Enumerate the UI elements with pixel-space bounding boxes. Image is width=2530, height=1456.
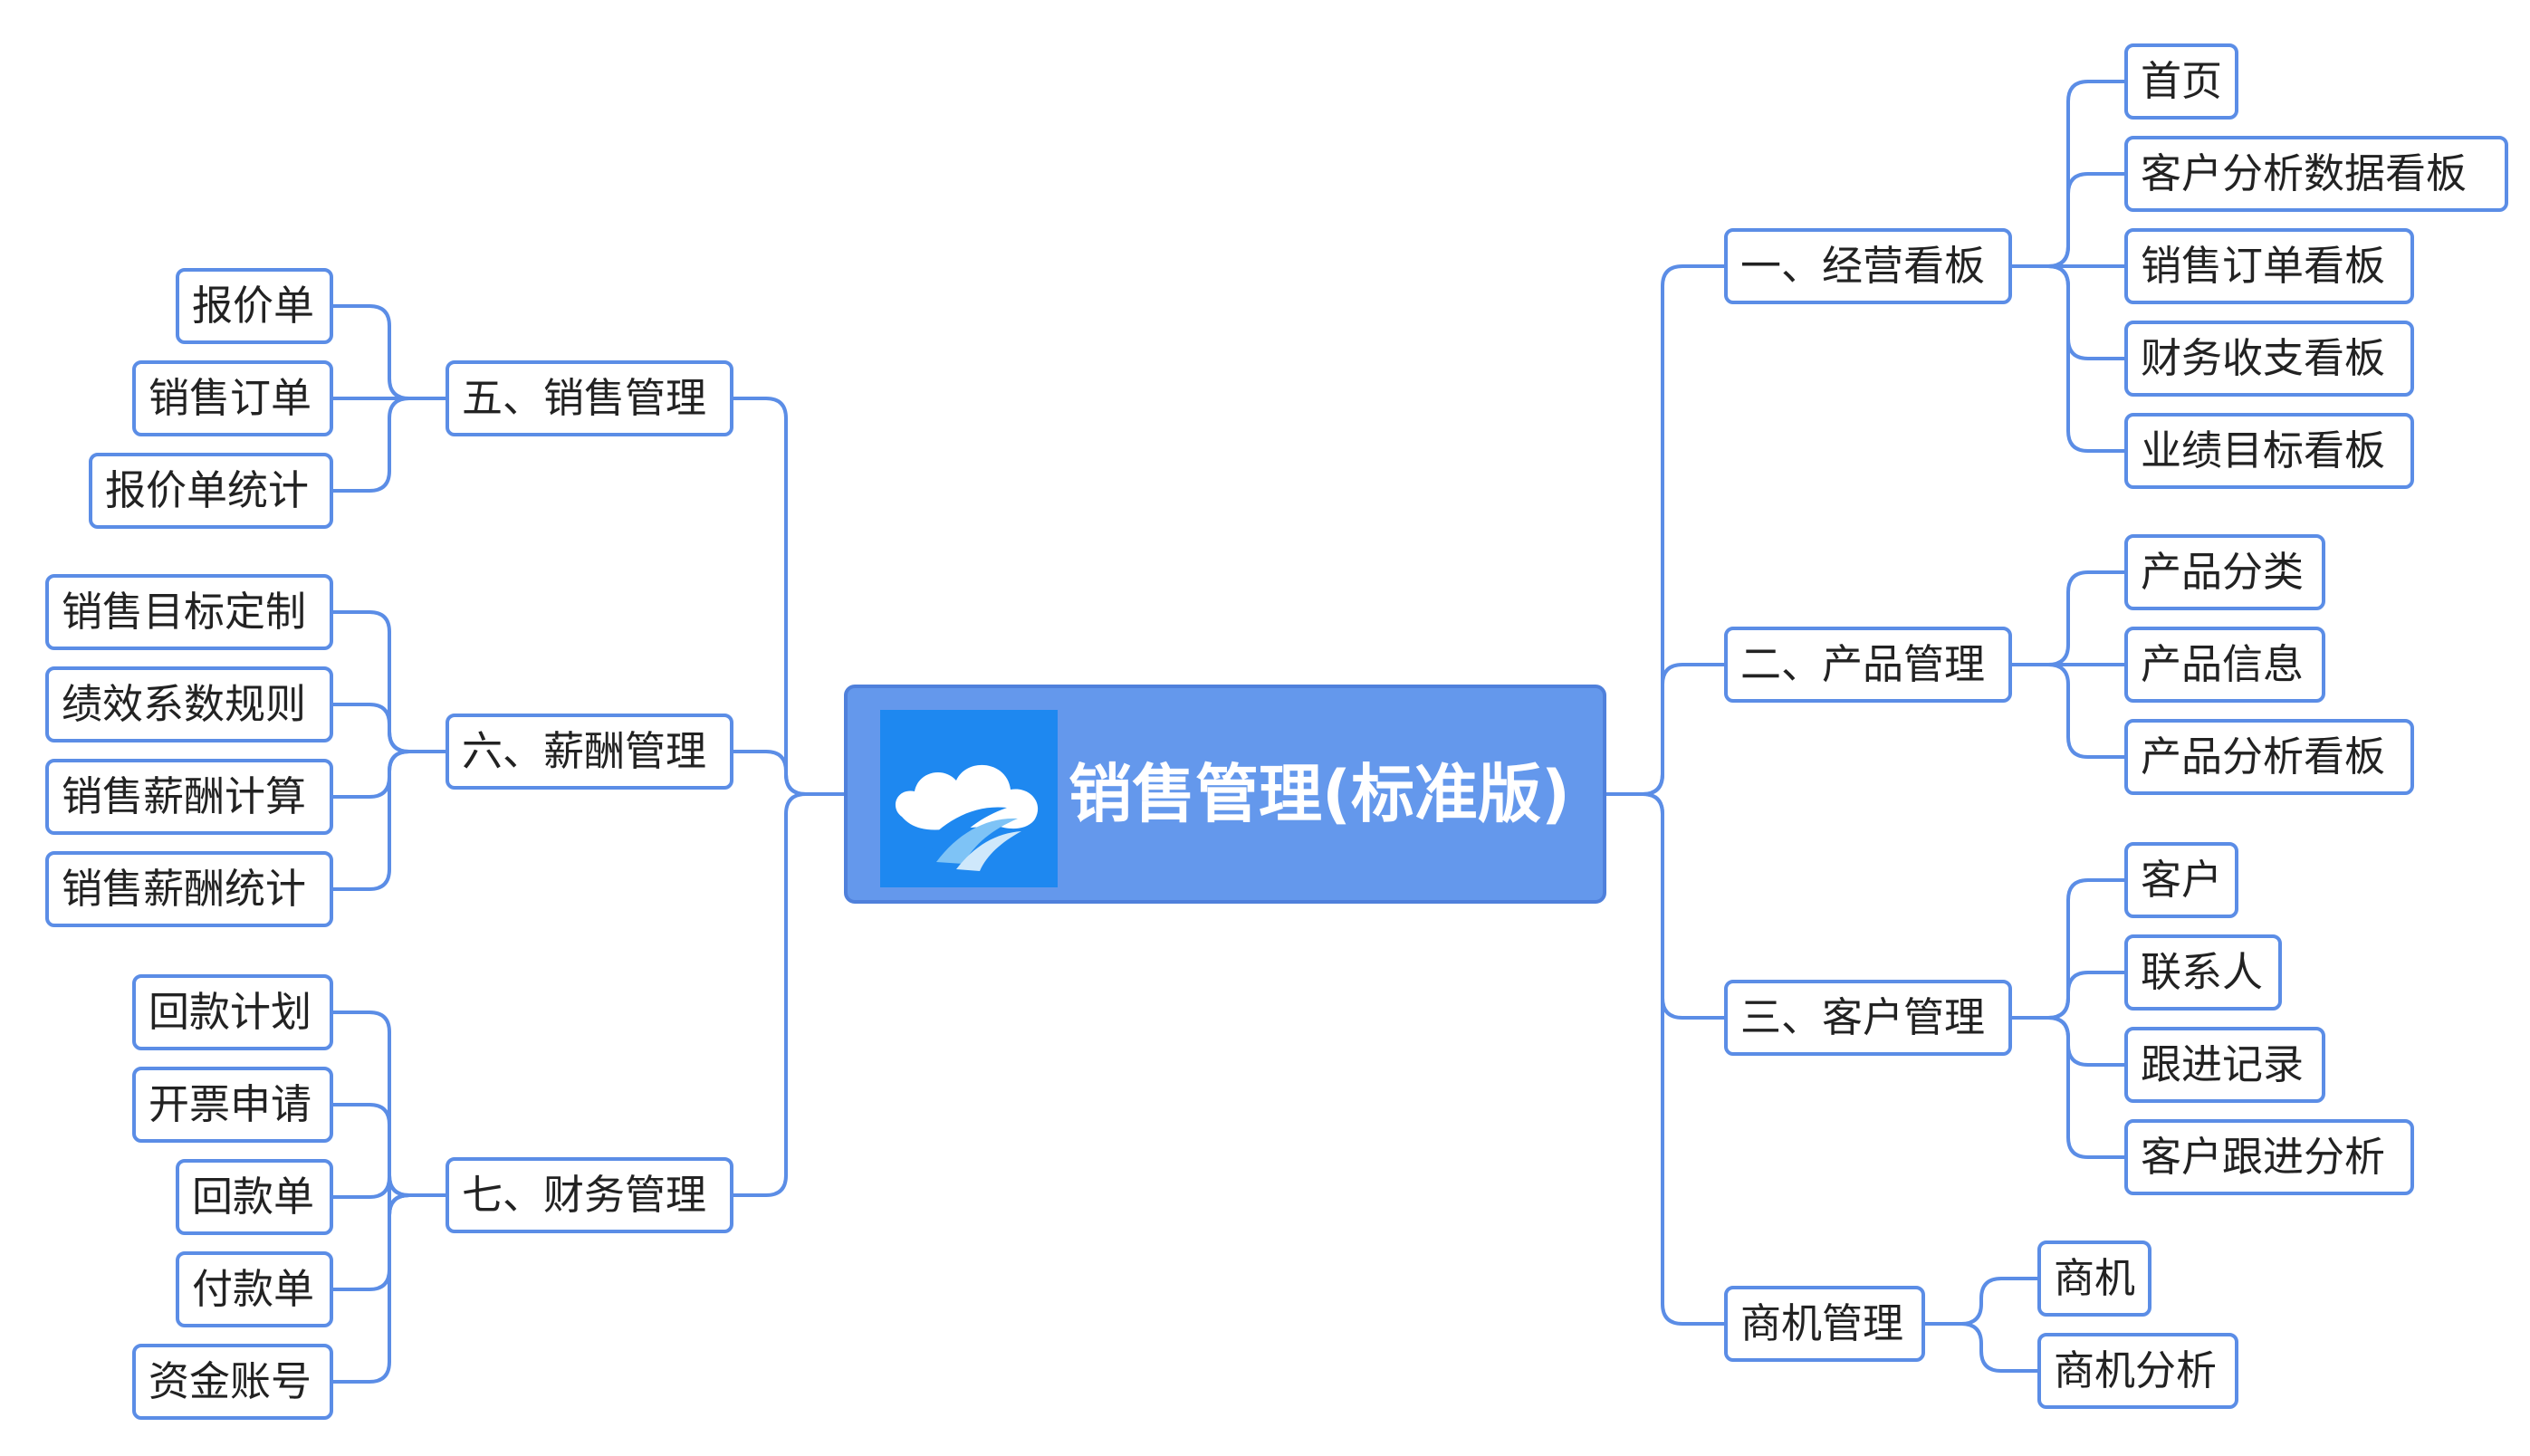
connector-b1-1	[2012, 172, 2124, 268]
leaf-node[interactable]: 联系人	[2124, 934, 2282, 1011]
leaf-node[interactable]: 跟进记录	[2124, 1027, 2325, 1103]
leaf-node[interactable]: 报价单	[176, 268, 333, 344]
branch-node[interactable]: 商机管理	[1724, 1286, 1925, 1362]
branch-node[interactable]: 六、薪酬管理	[446, 714, 733, 790]
leaf-node[interactable]: 报价单统计	[89, 453, 333, 529]
leaf-node[interactable]: 付款单	[176, 1251, 333, 1327]
connector-b7-1	[333, 1103, 446, 1197]
connector-b4-0	[1925, 1277, 2037, 1326]
branch-node[interactable]: 三、客户管理	[1724, 980, 2012, 1056]
leaf-node[interactable]: 财务收支看板	[2124, 321, 2414, 397]
leaf-node[interactable]: 销售订单看板	[2124, 228, 2414, 304]
leaf-node[interactable]: 销售薪酬计算	[45, 759, 333, 835]
leaf-node[interactable]: 商机分析	[2037, 1333, 2238, 1409]
root-title: 销售管理(标准版)	[1069, 757, 1570, 831]
connector-b7-4	[333, 1193, 446, 1384]
connector-b6-3	[333, 750, 446, 891]
leaf-node[interactable]: 回款计划	[132, 974, 333, 1050]
connector-root-b6	[733, 750, 844, 796]
connector-root-b2	[1606, 663, 1724, 796]
branch-node[interactable]: 二、产品管理	[1724, 627, 2012, 703]
connector-root-b3	[1606, 792, 1724, 1020]
leaf-node[interactable]: 回款单	[176, 1159, 333, 1235]
leaf-node[interactable]: 产品分析看板	[2124, 719, 2414, 795]
leaf-node[interactable]: 客户跟进分析	[2124, 1119, 2414, 1195]
leaf-node[interactable]: 产品信息	[2124, 627, 2325, 703]
leaf-node[interactable]: 开票申请	[132, 1067, 333, 1143]
connector-root-b4	[1606, 792, 1724, 1326]
connector-b1-4	[2012, 264, 2124, 453]
connector-b5-0	[333, 304, 446, 400]
root-node[interactable]: 销售管理(标准版)	[844, 685, 1606, 904]
leaf-node[interactable]: 资金账号	[132, 1344, 333, 1420]
branch-node[interactable]: 一、经营看板	[1724, 228, 2012, 304]
leaf-node[interactable]: 销售订单	[132, 360, 333, 436]
leaf-node[interactable]: 销售目标定制	[45, 574, 333, 650]
connector-root-b7	[733, 792, 844, 1197]
cloud-road-logo-icon	[880, 710, 1058, 887]
connector-root-b1	[1606, 264, 1724, 796]
leaf-node[interactable]: 销售薪酬统计	[45, 851, 333, 927]
connector-b3-3	[2012, 1016, 2124, 1159]
leaf-node[interactable]: 业绩目标看板	[2124, 413, 2414, 489]
leaf-node[interactable]: 客户分析数据看板	[2124, 136, 2508, 212]
connector-b3-1	[2012, 971, 2124, 1020]
connector-b2-2	[2012, 663, 2124, 759]
connector-b5-2	[333, 397, 446, 493]
connector-b2-0	[2012, 570, 2124, 666]
leaf-node[interactable]: 首页	[2124, 43, 2238, 120]
branch-node[interactable]: 五、销售管理	[446, 360, 733, 436]
branch-node[interactable]: 七、财务管理	[446, 1157, 733, 1233]
connector-b6-1	[333, 703, 446, 753]
connector-b4-1	[1925, 1322, 2037, 1373]
leaf-node[interactable]: 产品分类	[2124, 534, 2325, 610]
leaf-node[interactable]: 商机	[2037, 1240, 2151, 1317]
leaf-node[interactable]: 绩效系数规则	[45, 666, 333, 742]
connector-root-b5	[733, 397, 844, 796]
leaf-node[interactable]: 客户	[2124, 842, 2238, 918]
